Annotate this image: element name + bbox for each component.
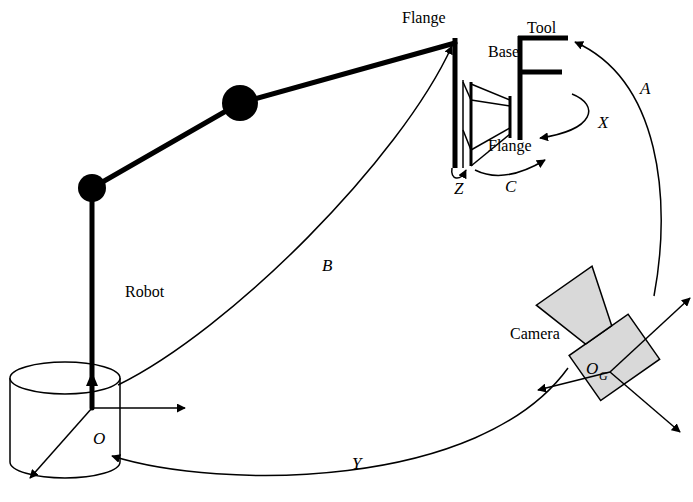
part-name: Flange (488, 138, 532, 154)
part-name: Robot (125, 284, 164, 300)
tool-shape (518, 36, 568, 140)
transform-label: C (505, 178, 516, 195)
transform-arrows (112, 42, 661, 475)
frame-origin: O (586, 360, 598, 377)
transform-label: A (640, 80, 650, 97)
robot-base (10, 362, 120, 478)
transform-label: Z (454, 180, 463, 197)
robot-joint (78, 174, 106, 202)
part-name: Camera (510, 326, 560, 342)
frame-origin: O (93, 430, 105, 447)
part-name: Base (488, 44, 519, 60)
base-axis-head (86, 372, 98, 386)
camera-axes (538, 298, 690, 432)
tool-base (463, 80, 510, 168)
transform-label: B (322, 257, 332, 274)
transform-label: X (598, 114, 608, 131)
frame-subscript: G (599, 370, 608, 382)
transform-label: Y (352, 455, 361, 472)
part-name: Tool (527, 20, 556, 36)
flange-plate (453, 38, 458, 168)
robot-joint (222, 85, 258, 121)
robot-arm (92, 43, 455, 408)
part-name: Flange (402, 10, 446, 26)
